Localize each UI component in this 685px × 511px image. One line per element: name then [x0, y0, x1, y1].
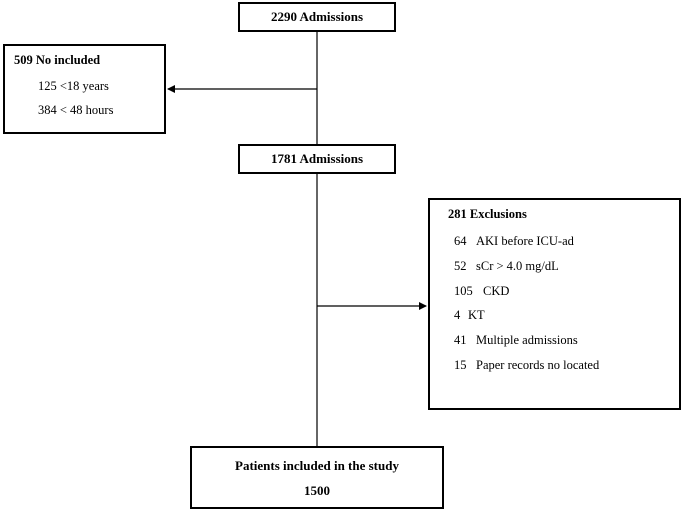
exclusion-count: 15 [454, 358, 467, 372]
exclusion-item: 64 AKI before ICU-ad [454, 234, 574, 249]
exclusion-count: 105 [454, 284, 473, 298]
exclusion-item: 15 Paper records no located [454, 358, 599, 373]
exclusion-label: Paper records no located [476, 358, 600, 372]
exclusion-count: 52 [454, 259, 467, 273]
not-included-title: 509 No included [14, 53, 101, 67]
exclusion-label: KT [468, 308, 485, 322]
admissions-after-label: 1781 Admissions [270, 151, 364, 166]
exclusion-label: Multiple admissions [476, 333, 578, 347]
not-included-item: 384 < 48 hours [38, 103, 114, 117]
final-cohort-label: Patients included in the study [235, 457, 399, 473]
exclusions-box: 281 Exclusions 64 AKI before ICU-ad 52 sCr… [428, 198, 681, 410]
exclusion-item: 52 sCr > 4.0 mg/dL [454, 259, 559, 274]
exclusion-item: 4 KT [454, 308, 485, 323]
not-included-item: 125 <18 years [38, 79, 109, 93]
final-cohort-count: 1500 [304, 482, 330, 498]
exclusion-item: 41 Multiple admissions [454, 333, 578, 348]
exclusion-label: sCr > 4.0 mg/dL [476, 259, 559, 273]
exclusion-count: 41 [454, 333, 467, 347]
exclusion-label: AKI before ICU-ad [476, 234, 574, 248]
admissions-initial-box: 2290 Admissions [238, 2, 396, 32]
admissions-after-box: 1781 Admissions [238, 144, 396, 174]
exclusions-title: 281 Exclusions [448, 207, 527, 221]
exclusion-count: 64 [454, 234, 467, 248]
exclusion-item: 105 CKD [454, 284, 509, 299]
exclusion-label: CKD [483, 284, 510, 298]
exclusion-count: 4 [454, 308, 461, 322]
final-cohort-box: Patients included in the study 1500 [190, 446, 444, 509]
admissions-initial-label: 2290 Admissions [270, 9, 364, 24]
not-included-box: 509 No included 125 <18 years 384 < 48 h… [3, 44, 166, 134]
